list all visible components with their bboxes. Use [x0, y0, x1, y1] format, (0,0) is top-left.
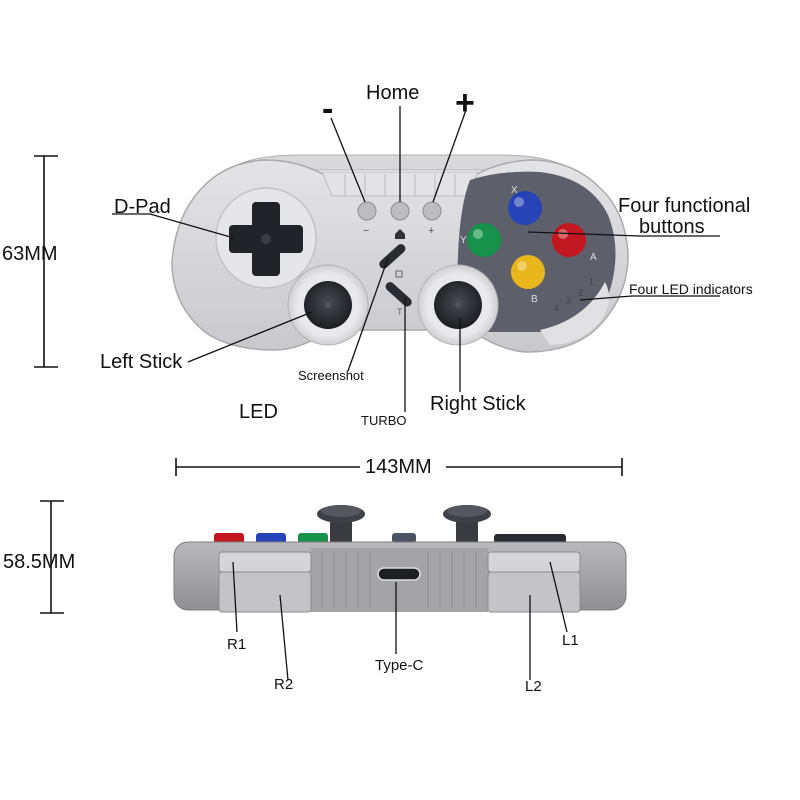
plus-button — [422, 201, 442, 221]
led-number-3: 3 — [566, 296, 572, 306]
plus-label: + — [455, 84, 475, 122]
face-buttons-label-line2: buttons — [639, 216, 705, 238]
home-mark-icon — [395, 229, 405, 239]
back-height-dimension-label: 58.5MM — [3, 551, 76, 573]
back-ribs — [321, 552, 477, 608]
callout-lines-back — [232, 561, 568, 681]
led-indicators-label: Four LED indicators — [629, 281, 753, 297]
height-dimension-label: 63MM — [2, 243, 58, 265]
type-c-label: Type-C — [375, 657, 424, 674]
l1-button — [487, 551, 581, 573]
led-number-1: 1 — [589, 277, 595, 287]
back-small-button — [392, 533, 416, 543]
button-a — [552, 223, 586, 257]
led-number-4: 4 — [554, 303, 560, 313]
plus-mark: + — [428, 225, 435, 237]
back-right-stick — [443, 505, 491, 544]
dpad-label: D-Pad — [114, 196, 171, 218]
turbo-label: TURBO — [361, 413, 407, 428]
r2-label: R2 — [274, 676, 294, 693]
l2-button — [487, 571, 581, 613]
button-y-letter: Y — [460, 235, 467, 246]
face-button-panel — [457, 171, 616, 332]
width-dimension-label: 143MM — [365, 456, 432, 478]
r2-button — [218, 571, 312, 613]
button-x-letter: X — [511, 185, 518, 196]
button-b — [511, 255, 545, 289]
minus-mark: − — [363, 225, 370, 237]
dpad — [229, 202, 303, 276]
led-label: LED — [239, 401, 278, 423]
dimension-lines — [34, 155, 623, 614]
minus-label: - — [322, 90, 334, 128]
face-buttons-label-line1: Four functional — [618, 195, 751, 217]
r1-label: R1 — [227, 636, 247, 653]
l2-label: L2 — [525, 678, 542, 695]
callout-lines-front — [112, 106, 720, 412]
controller-back-view — [173, 505, 627, 613]
button-x — [508, 191, 542, 225]
right-stick-label: Right Stick — [430, 393, 526, 415]
button-a-letter: A — [590, 252, 597, 263]
groove-lines — [344, 174, 456, 195]
back-left-stick — [317, 505, 365, 544]
home-label: Home — [366, 82, 420, 104]
led-area — [540, 282, 609, 345]
screenshot-mark-icon — [395, 270, 403, 278]
controller-front-view — [171, 154, 629, 353]
button-b-letter: B — [531, 294, 538, 305]
home-button — [390, 201, 410, 221]
led-number-2: 2 — [578, 288, 584, 298]
screenshot-label: Screenshot — [298, 368, 364, 383]
left-stick-label: Left Stick — [100, 351, 183, 373]
type-c-port — [377, 567, 421, 581]
button-y — [467, 223, 501, 257]
minus-button — [357, 201, 377, 221]
l1-label: L1 — [562, 632, 579, 649]
turbo-mark: T — [397, 307, 403, 317]
